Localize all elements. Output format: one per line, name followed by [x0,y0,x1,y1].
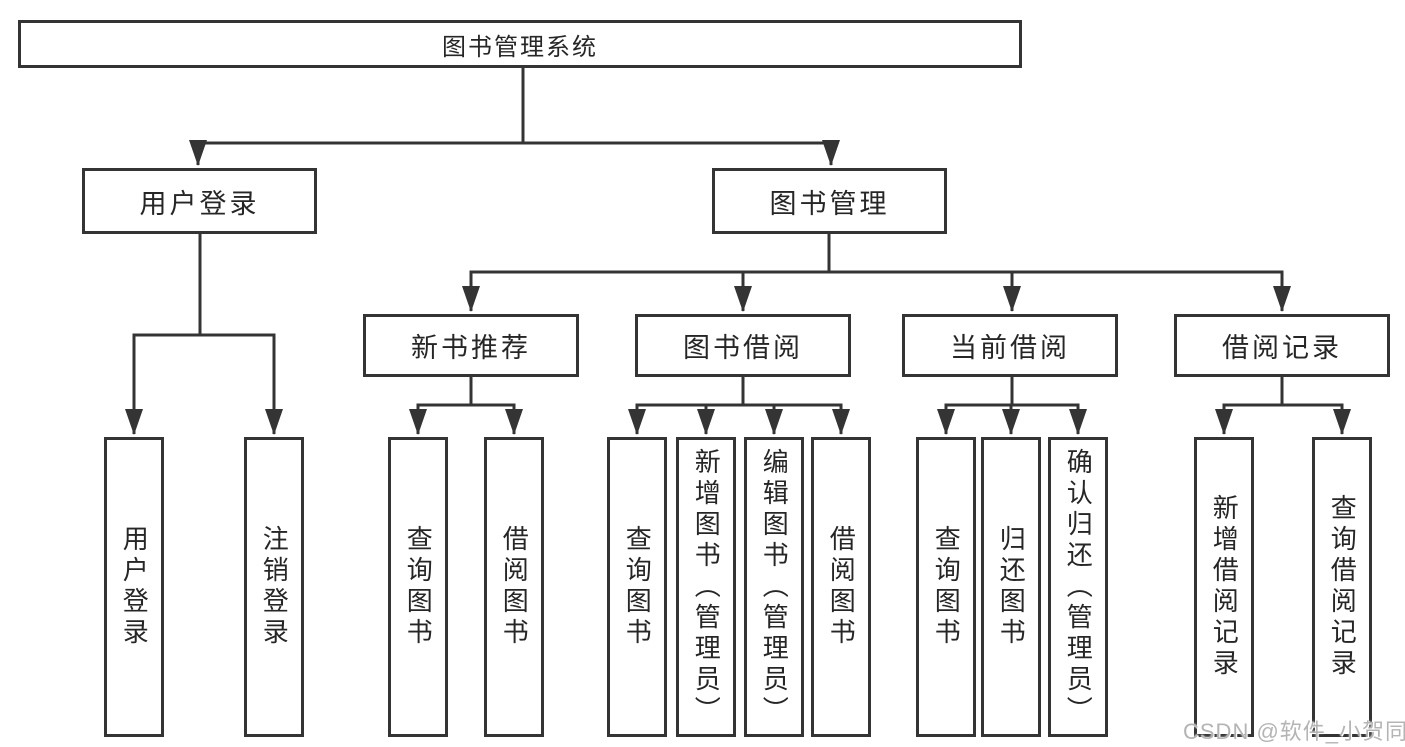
leaf-cu-return-books: 归还图书 [981,437,1041,737]
leaf-user-login-label: 用户登录 [119,525,150,649]
leaf-nb-query-books: 查询图书 [388,437,448,737]
node-library-system-label: 图书管理系统 [442,33,598,61]
leaf-bw-add-books-admin: 新增图书（管理员） [676,437,736,737]
leaf-cu-query-books: 查询图书 [916,437,976,737]
node-book-management: 图书管理 [712,168,947,234]
leaf-rc-query-record-label: 查询借阅记录 [1327,494,1358,680]
leaf-cu-return-books-label: 归还图书 [996,525,1027,649]
leaf-rc-add-record: 新增借阅记录 [1194,437,1254,737]
leaf-bw-borrow-books-label: 借阅图书 [826,525,857,649]
leaf-rc-add-record-label: 新增借阅记录 [1209,494,1240,680]
leaf-bw-borrow-books: 借阅图书 [811,437,871,737]
leaf-nb-borrow-books-label: 借阅图书 [499,525,530,649]
node-book-management-label: 图书管理 [769,188,890,219]
node-user-login-label: 用户登录 [139,188,260,219]
node-current-borrowing-label: 当前借阅 [950,333,1070,363]
leaf-cu-query-books-label: 查询图书 [931,525,962,649]
node-borrowing-records-label: 借阅记录 [1222,333,1342,363]
node-user-login: 用户登录 [82,168,317,234]
leaf-cu-confirm-return-admin-label: 确认归还（管理员） [1063,447,1094,727]
node-current-borrowing: 当前借阅 [902,314,1118,377]
leaf-user-login: 用户登录 [104,437,164,737]
leaf-bw-edit-books-admin: 编辑图书（管理员） [744,437,804,737]
node-new-book-recommend: 新书推荐 [363,314,579,377]
node-new-book-recommend-label: 新书推荐 [411,333,531,363]
node-book-borrowing: 图书借阅 [635,314,851,377]
leaf-bw-query-books: 查询图书 [607,437,667,737]
node-borrowing-records: 借阅记录 [1174,314,1390,377]
watermark: CSDN @软件_小贺同学 [1183,719,1405,744]
leaf-rc-query-record: 查询借阅记录 [1312,437,1372,737]
leaf-logout-label: 注销登录 [259,525,290,649]
leaf-bw-query-books-label: 查询图书 [622,525,653,649]
leaf-logout: 注销登录 [244,437,304,737]
node-library-system: 图书管理系统 [18,20,1022,68]
leaf-nb-query-books-label: 查询图书 [403,525,434,649]
leaf-cu-confirm-return-admin: 确认归还（管理员） [1048,437,1108,737]
leaf-bw-edit-books-admin-label: 编辑图书（管理员） [759,447,790,727]
node-book-borrowing-label: 图书借阅 [683,333,803,363]
leaf-bw-add-books-admin-label: 新增图书（管理员） [691,447,722,727]
leaf-nb-borrow-books: 借阅图书 [484,437,544,737]
